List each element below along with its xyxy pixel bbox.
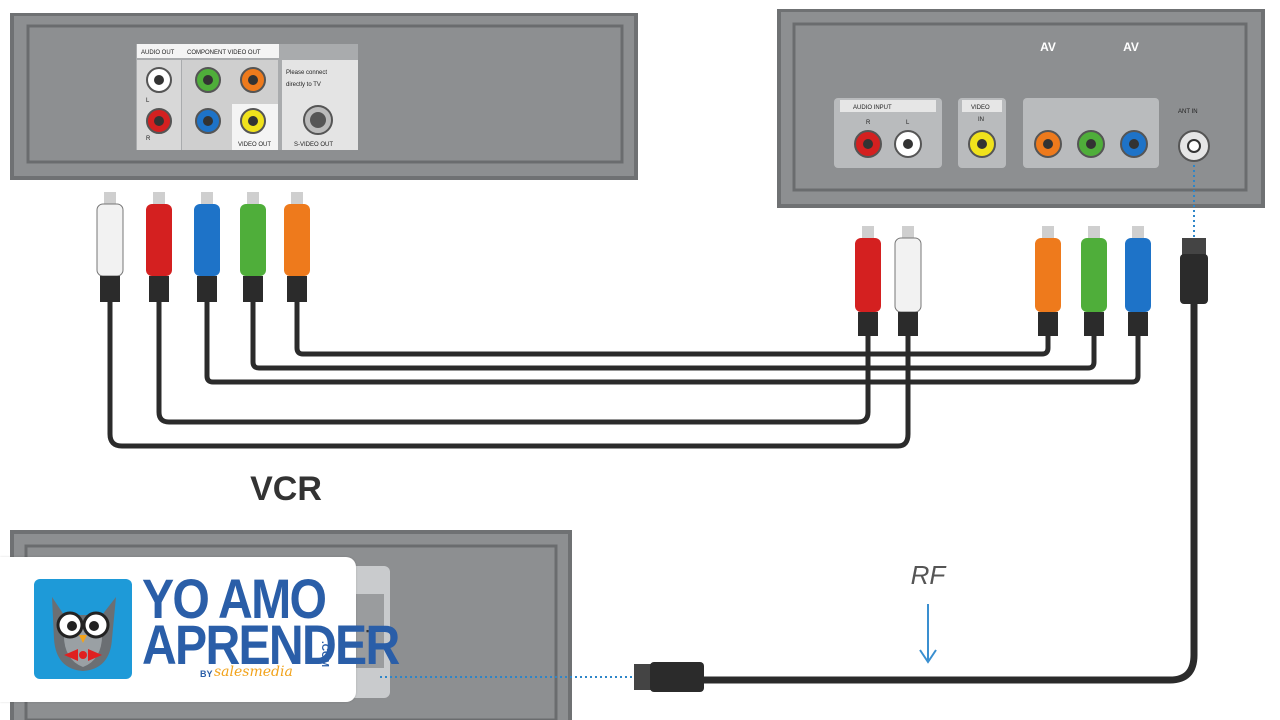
- white-cable: [107, 297, 911, 449]
- video-out-jack[interactable]: [240, 108, 266, 134]
- audio-out-r-jack[interactable]: [146, 108, 172, 134]
- av-label-2: AV: [1123, 40, 1139, 54]
- connect-note-line1: Please connect: [286, 70, 327, 76]
- orange-cable: [294, 297, 1051, 357]
- ant-in-label: ANT IN: [1178, 109, 1198, 115]
- tv-ant-in-jack[interactable]: [1178, 130, 1210, 162]
- red-cable: [156, 297, 871, 425]
- component-pr-jack[interactable]: [240, 67, 266, 93]
- rca-plug-blue-left[interactable]: [194, 192, 220, 302]
- rca-plug-white-right[interactable]: [894, 226, 922, 336]
- tv-audio-r-jack[interactable]: [854, 130, 882, 158]
- vcr-jack-marker: ▪▪: [366, 626, 372, 636]
- rf-plug-top[interactable]: [1180, 238, 1208, 304]
- brand-by: BY: [200, 669, 213, 679]
- video-out-label: VIDEO OUT: [238, 142, 271, 148]
- tv-component-y-jack[interactable]: [1077, 130, 1105, 158]
- tv-video-in-jack[interactable]: [968, 130, 996, 158]
- audio-out-l-jack[interactable]: [146, 67, 172, 93]
- tv-component-pr-jack[interactable]: [1034, 130, 1062, 158]
- rf-label: RF: [911, 560, 948, 590]
- rca-plug-orange-left[interactable]: [284, 192, 310, 302]
- svideo-out-jack[interactable]: [303, 105, 333, 135]
- connect-note-line2: directly to TV: [286, 82, 321, 88]
- brand-name-line2: APRENDER: [142, 613, 400, 676]
- cables: [107, 296, 1198, 684]
- rca-plug-blue-right[interactable]: [1125, 226, 1151, 336]
- brand-logo-card: YO AMO APRENDER .COM BY salesmedia: [0, 557, 400, 702]
- audio-r-label: R: [866, 120, 871, 126]
- video-label: VIDEO: [971, 105, 990, 111]
- svideo-out-label: S-VIDEO OUT: [294, 142, 333, 148]
- rca-plug-white-left[interactable]: [96, 192, 124, 302]
- tv-panel: AV AV AUDIO INPUT R L VIDEO IN ANT IN: [777, 9, 1265, 208]
- brand-partner: salesmedia: [214, 664, 293, 680]
- rca-plug-red-left[interactable]: [146, 192, 172, 302]
- blue-cable: [204, 297, 1141, 385]
- video-in-label: IN: [978, 117, 984, 123]
- vcr-label: VCR: [250, 470, 322, 508]
- down-arrow-icon: [919, 604, 937, 664]
- component-video-out-label: COMPONENT VIDEO OUT: [187, 50, 261, 56]
- rca-plug-red-right[interactable]: [855, 226, 881, 336]
- rf-cable: [696, 296, 1198, 684]
- audio-l-label: L: [906, 120, 910, 126]
- owl-mascot-icon: [34, 579, 132, 679]
- audio-input-label: AUDIO INPUT: [853, 105, 892, 111]
- component-pb-jack[interactable]: [195, 108, 221, 134]
- av-label-1: AV: [1040, 40, 1056, 54]
- tv-component-pb-jack[interactable]: [1120, 130, 1148, 158]
- source-device-panel: AUDIO OUT COMPONENT VIDEO OUT Please con…: [10, 13, 638, 180]
- brand-name-line1: YO AMO: [142, 567, 327, 630]
- audio-out-label: AUDIO OUT: [141, 50, 175, 56]
- rca-plug-green-left[interactable]: [240, 192, 266, 302]
- brand-dotcom: .COM: [319, 641, 330, 668]
- rca-plug-green-right[interactable]: [1081, 226, 1107, 336]
- component-y-jack[interactable]: [195, 67, 221, 93]
- green-cable: [250, 297, 1097, 371]
- rca-plug-orange-right[interactable]: [1035, 226, 1061, 336]
- tv-audio-l-jack[interactable]: [894, 130, 922, 158]
- jack-l-label: L: [146, 98, 150, 104]
- jack-r-label: R: [146, 136, 151, 142]
- rf-plug-bottom[interactable]: [634, 662, 704, 692]
